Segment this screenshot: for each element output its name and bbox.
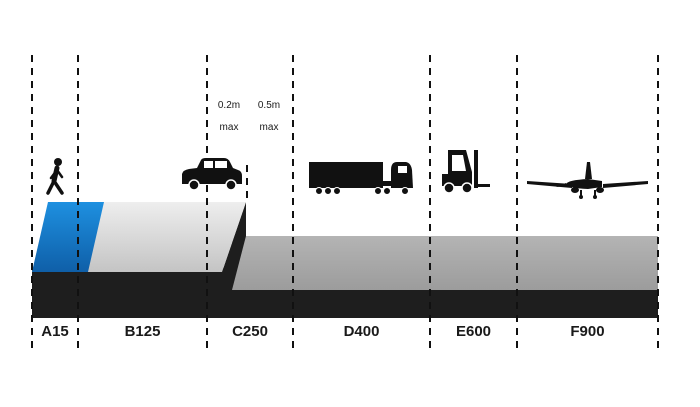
annotation-left-qualifier: max [219, 122, 239, 133]
airplane-icon [527, 162, 648, 199]
kerb-step-shadow [222, 202, 246, 290]
zone-label-a15: A15 [41, 323, 69, 340]
truck-icon [309, 162, 413, 195]
forklift-icon [442, 150, 490, 194]
zone-label-f900: F900 [570, 323, 605, 340]
pedestrian-icon [46, 158, 64, 195]
zone-dividers [31, 55, 659, 350]
zone-label-d400: D400 [343, 323, 380, 340]
annotation-right-qualifier: max [259, 122, 279, 133]
zone-label-e600: E600 [455, 323, 492, 340]
annotation-right-distance: 0.5m [257, 100, 281, 111]
car-icon [182, 158, 242, 191]
annotation-left-distance: 0.2m [217, 100, 241, 111]
road-surface-lowered [232, 236, 658, 290]
zone-label-b125: B125 [124, 323, 161, 340]
zone-label-c250: C250 [232, 323, 268, 340]
pedestrian-zone-surface [32, 202, 104, 272]
